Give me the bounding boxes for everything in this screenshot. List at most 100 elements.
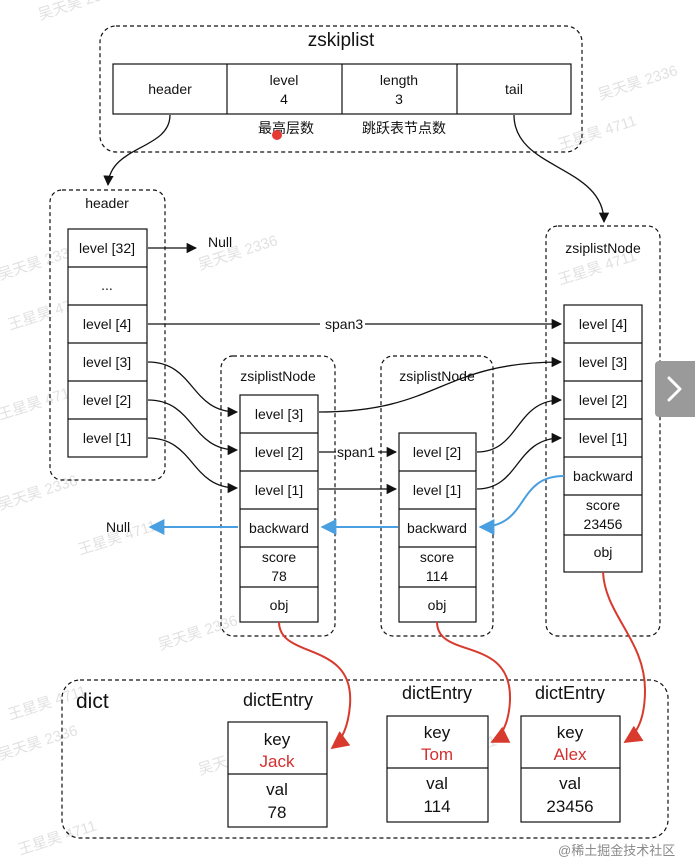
header-level-4: level [4] <box>83 316 131 332</box>
span3-label: span3 <box>325 316 363 332</box>
node1-backward: backward <box>249 520 309 536</box>
node3-obj-arrow <box>602 571 647 743</box>
node2-level2-arrow <box>476 394 563 453</box>
node3-level-1: level [1] <box>579 430 627 446</box>
zskiplist-tail-cell: tail <box>505 81 523 97</box>
node1-level3-arrow <box>318 356 563 413</box>
node2-score-label: score <box>420 549 454 565</box>
zskiplist-length-label: length <box>380 72 418 88</box>
backward-pointers <box>148 475 565 535</box>
skiplist-node-jack: zsiplistNode level [3] level [2] level [… <box>220 355 336 637</box>
node1-score-value: 78 <box>271 568 287 584</box>
node1-level-1: level [1] <box>255 482 303 498</box>
header-level-3: level [3] <box>83 354 131 370</box>
dict-val-label: val <box>426 774 448 793</box>
node2-score-value: 114 <box>426 568 449 584</box>
node3-frame <box>545 225 661 637</box>
node2-title: zsiplistNode <box>399 368 475 384</box>
forward-pointers <box>103 114 610 495</box>
header-level-2: level [2] <box>83 392 131 408</box>
watermark: 王星昊 4711 <box>0 382 79 423</box>
skiplist-node-alex: zsiplistNode level [4] level [3] level [… <box>545 225 661 637</box>
node2-backward: backward <box>407 520 467 536</box>
footer-watermark: @稀土掘金技术社区 <box>558 843 676 858</box>
dict-entry-title: dictEntry <box>402 683 472 703</box>
dict-key-label: key <box>264 730 291 749</box>
node2-frame <box>380 355 494 637</box>
span1-label: span1 <box>337 444 375 460</box>
dict-val-value: 23456 <box>546 797 593 816</box>
node3-score-value: 23456 <box>584 516 623 532</box>
note-node-count: 跳跃表节点数 <box>362 120 446 136</box>
node3-title: zsiplistNode <box>565 240 641 256</box>
dict-entry-title: dictEntry <box>243 690 313 710</box>
header-node-frame <box>49 189 166 481</box>
zskiplist-frame <box>99 25 583 153</box>
dict-entry-title: dictEntry <box>535 683 605 703</box>
dict-key-value: Jack <box>260 752 295 771</box>
dict-key-value: Alex <box>553 745 587 764</box>
node1-frame <box>220 355 336 637</box>
node1-score-label: score <box>262 549 296 565</box>
node3-backward: backward <box>573 468 633 484</box>
obj-pointers <box>278 571 647 750</box>
node3-level-2: level [2] <box>579 392 627 408</box>
node3-level-3: level [3] <box>579 354 627 370</box>
dict-val-label: val <box>266 780 288 799</box>
header-level-1: level [1] <box>83 430 131 446</box>
node3-score-label: score <box>586 497 620 513</box>
header-level3-arrow <box>147 361 239 418</box>
node3-level-4: level [4] <box>579 316 627 332</box>
node1-level-3: level [3] <box>255 406 303 422</box>
zskiplist-header-cell: header <box>148 81 192 97</box>
skiplist-node-tom: zsiplistNode level [2] level [1] backwar… <box>380 355 494 637</box>
node2-obj: obj <box>428 597 447 613</box>
next-page-button[interactable] <box>655 361 695 417</box>
chevron-right-icon <box>667 376 682 402</box>
header-null-label: Null <box>208 234 232 250</box>
zskiplist-level-value: 4 <box>280 91 288 107</box>
zskiplist-length-value: 3 <box>395 91 403 107</box>
header-level1-arrow <box>147 437 239 494</box>
node1-level-2: level [2] <box>255 444 303 460</box>
dict-key-value: Tom <box>421 745 453 764</box>
header-level-ellipsis: ... <box>101 277 113 293</box>
watermark: 王星昊 4711 <box>556 112 639 153</box>
header-level-32: level [32] <box>79 240 135 256</box>
node2-level-2: level [2] <box>413 444 461 460</box>
node2-obj-arrow <box>436 621 512 743</box>
pointer-dot <box>272 130 282 140</box>
watermark: 吴天昊 2336 <box>156 612 240 654</box>
dict-title: dict <box>76 690 109 713</box>
node2-level-1: level [1] <box>413 482 461 498</box>
zskiplist-title: zskiplist <box>308 30 375 51</box>
watermark: 吴天昊 2336 <box>36 0 120 24</box>
dict-val-label: val <box>559 774 581 793</box>
dict-frame <box>61 679 669 839</box>
dict-val-value: 78 <box>268 803 287 822</box>
node1-obj-arrow <box>278 621 352 750</box>
dict-entry-alex <box>520 715 621 823</box>
node1-title: zsiplistNode <box>240 368 316 384</box>
note-max-level: 最高层数 <box>258 120 314 136</box>
dict-key-label: key <box>557 723 584 742</box>
backward-null-label: Null <box>106 519 130 535</box>
watermark: 吴天昊 2336 <box>0 472 80 514</box>
header-pointer-arrow <box>103 114 171 187</box>
watermark: 吴天昊 2336 <box>596 62 680 104</box>
node1-obj: obj <box>270 597 289 613</box>
header-level2-arrow <box>147 399 239 456</box>
dict-val-value: 114 <box>423 797 450 816</box>
dict-key-label: key <box>424 723 451 742</box>
node2-level1-arrow <box>476 432 563 490</box>
tail-pointer-arrow <box>513 114 610 224</box>
header-node-title: header <box>85 195 129 211</box>
node3-backward-arrow <box>478 475 565 535</box>
zskiplist-struct: zskiplist header level 4 length 3 tail 最… <box>99 25 583 153</box>
watermark: 吴天昊 2336 <box>0 722 80 764</box>
zskiplist-level-label: level <box>270 72 299 88</box>
header-node: header level [32] ... level [4] level [3… <box>49 189 232 481</box>
dict-struct: dict dictEntry key Jack val 78 dictEntry… <box>61 679 669 839</box>
node3-obj: obj <box>594 544 613 560</box>
